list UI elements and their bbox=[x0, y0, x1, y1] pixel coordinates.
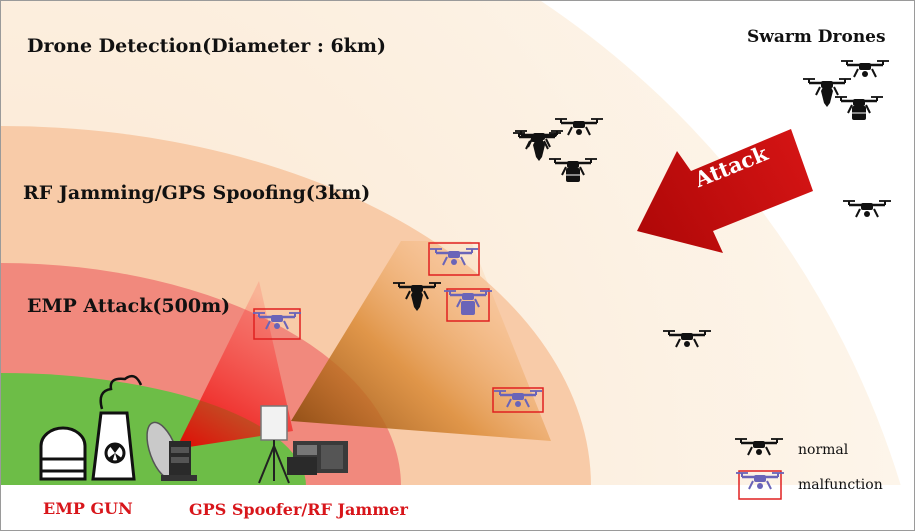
spoofer-jammer-label: GPS Spoofer/RF Jammer bbox=[189, 500, 408, 519]
emp-zone-label: EMP Attack(500m) bbox=[27, 295, 231, 317]
legend-malfunction-label: malfunction bbox=[798, 477, 883, 493]
legend bbox=[733, 437, 786, 500]
attack-arrow bbox=[637, 129, 813, 253]
malfunction-drone bbox=[492, 387, 544, 413]
rf-zone-label: RF Jamming/GPS Spoofing(3km) bbox=[23, 182, 371, 204]
swarm-drones-label: Swarm Drones bbox=[747, 27, 886, 47]
drone-payload-icon bbox=[851, 105, 867, 121]
emp-gun-icon bbox=[146, 421, 197, 481]
malfunction-drone bbox=[442, 288, 494, 322]
drone-payload-icon bbox=[565, 167, 581, 183]
power-plant-icon bbox=[39, 374, 143, 481]
swarm-drone-icon bbox=[841, 199, 893, 219]
swarm-drone-icon bbox=[839, 59, 891, 79]
drone-bomb-icon bbox=[821, 87, 833, 107]
malfunction-drone bbox=[251, 308, 303, 340]
emp-gun-label: EMP GUN bbox=[43, 499, 133, 518]
legend-normal-label: normal bbox=[798, 442, 849, 458]
malfunction-drone bbox=[428, 242, 480, 276]
spoofer-jammer-icon bbox=[258, 405, 348, 484]
detection-zone-label: Drone Detection(Diameter : 6km) bbox=[27, 35, 386, 57]
